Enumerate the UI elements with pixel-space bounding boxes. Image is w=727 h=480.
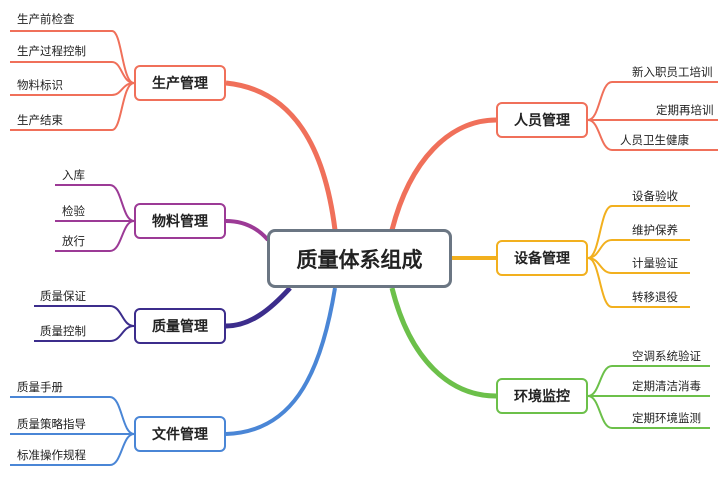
equipment-leaf-lines [587,205,690,308]
branch-environment[interactable]: 环境监控 [496,378,588,414]
leaf-item[interactable]: 转移退役 [632,290,678,304]
leaf-item[interactable]: 物料标识 [17,78,63,92]
leaf-item[interactable]: 生产结束 [17,113,63,127]
branch-material[interactable]: 物料管理 [134,203,226,239]
branch-label: 生产管理 [152,76,208,92]
leaf-item[interactable]: 生产前检查 [17,12,75,26]
leaf-item[interactable]: 质量控制 [40,324,86,338]
trunk-environment [389,287,497,399]
branch-quality[interactable]: 质量管理 [134,308,226,344]
leaf-item[interactable]: 空调系统验证 [632,349,701,363]
leaf-item[interactable]: 放行 [62,234,85,248]
environment-leaf-lines [587,365,710,429]
trunk-material [225,219,270,242]
root-label: 质量体系组成 [296,247,423,272]
trunk-quality [225,286,292,329]
branch-label: 文件管理 [152,427,208,443]
trunk-document [225,287,337,436]
trunk-personnel [389,117,497,231]
leaf-item[interactable]: 人员卫生健康 [620,133,689,147]
personnel-leaf-lines [587,81,718,151]
branch-label: 物料管理 [152,214,208,230]
branch-document[interactable]: 文件管理 [134,416,226,452]
document-leaf-lines [10,396,135,466]
leaf-item[interactable]: 标准操作规程 [17,448,86,462]
leaf-item[interactable]: 质量手册 [17,380,63,394]
root-node[interactable]: 质量体系组成 [267,229,452,288]
leaf-item[interactable]: 生产过程控制 [17,44,86,58]
quality-leaf-lines [34,305,135,342]
branch-equipment[interactable]: 设备管理 [496,240,588,276]
leaf-item[interactable]: 定期环境监测 [632,411,701,425]
branch-label: 质量管理 [152,319,208,335]
branch-label: 环境监控 [514,389,570,405]
branch-production[interactable]: 生产管理 [134,65,226,101]
leaf-item[interactable]: 入库 [62,168,85,182]
material-leaf-lines [55,184,135,252]
leaf-item[interactable]: 新入职员工培训 [632,65,713,79]
leaf-item[interactable]: 计量验证 [632,256,678,270]
production-leaf-lines [10,30,135,131]
branch-label: 人员管理 [514,113,570,129]
leaf-item[interactable]: 检验 [62,204,85,218]
trunk-production [225,80,338,231]
leaf-item[interactable]: 定期清洁消毒 [632,379,701,393]
branch-personnel[interactable]: 人员管理 [496,102,588,138]
leaf-item[interactable]: 质量策略指导 [17,417,86,431]
leaf-item[interactable]: 定期再培训 [656,103,714,117]
branch-label: 设备管理 [514,251,570,267]
leaf-item[interactable]: 设备验收 [632,189,678,203]
leaf-item[interactable]: 维护保养 [632,223,678,237]
leaf-item[interactable]: 质量保证 [40,289,86,303]
